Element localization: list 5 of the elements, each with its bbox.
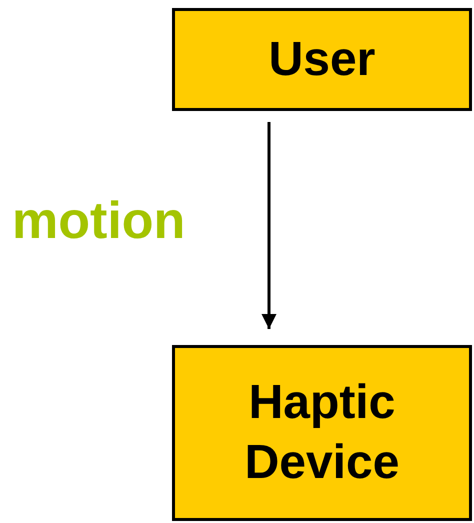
- process-box: [172, 8, 472, 111]
- arrow: [262, 122, 276, 329]
- process-box: [172, 345, 472, 521]
- box-label: User: [268, 32, 376, 88]
- box-label: Haptic Device: [244, 375, 400, 491]
